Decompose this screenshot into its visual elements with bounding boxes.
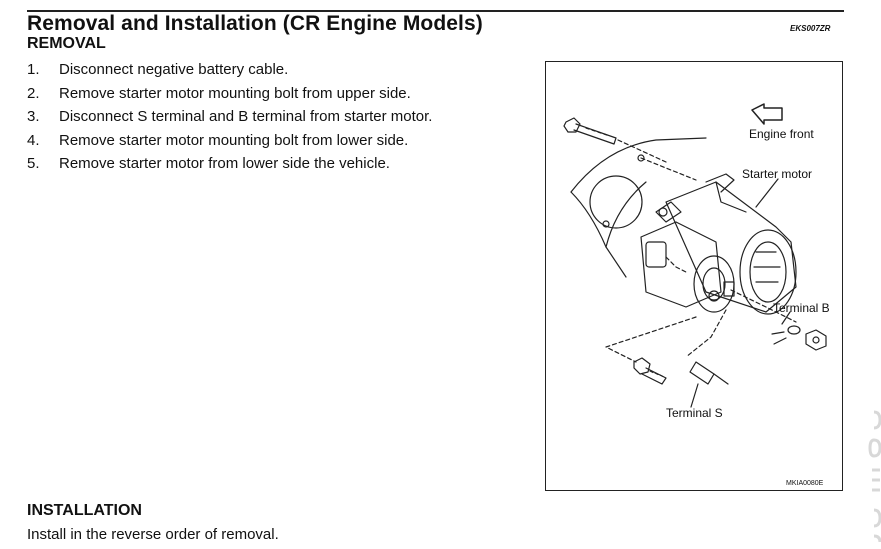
step-text: Remove starter motor mounting bolt from … (59, 131, 409, 149)
step-number: 5. (27, 155, 40, 173)
installation-text: Install in the reverse order of removal. (27, 526, 279, 543)
step-text: Disconnect S terminal and B terminal fro… (59, 108, 433, 126)
step-number: 3. (27, 108, 40, 126)
terminal-s-label: Terminal S (666, 406, 723, 420)
step-number: 4. (27, 131, 40, 149)
page-edge-watermark (868, 410, 881, 543)
title-rule (27, 10, 844, 12)
starter-motor-diagram (563, 103, 827, 408)
step-number: 1. (27, 61, 40, 78)
starter-motor-label: Starter motor (742, 167, 813, 181)
terminal-b-label: Terminal B (773, 301, 830, 315)
step-text: Disconnect negative battery cable. (59, 61, 289, 78)
list-item: 4. Remove starter motor mounting bolt fro… (27, 129, 432, 153)
section-code: EKS007ZR (790, 24, 831, 33)
page-title: Removal and Installation (CR Engine Mode… (27, 12, 483, 35)
removal-steps: 1. Disconnect negative battery cable. 2. R… (27, 58, 432, 176)
installation-heading: INSTALLATION (27, 502, 142, 519)
step-text: Remove starter motor mounting bolt from … (59, 84, 411, 102)
step-text: Remove starter motor from lower side the… (59, 155, 390, 173)
starter-motor-figure: Engine front Starter motor Terminal B Te… (545, 61, 843, 491)
figure-code: MKIA0080E (786, 480, 824, 487)
list-item: 1. Disconnect negative battery cable. (27, 58, 432, 82)
step-number: 2. (27, 84, 40, 102)
list-item: 2. Remove starter motor mounting bolt fro… (27, 82, 432, 106)
engine-front-label: Engine front (749, 127, 814, 141)
removal-heading: REMOVAL (27, 35, 106, 52)
list-item: 3. Disconnect S terminal and B terminal f… (27, 105, 432, 129)
list-item: 5. Remove starter motor from lower side t… (27, 152, 432, 176)
